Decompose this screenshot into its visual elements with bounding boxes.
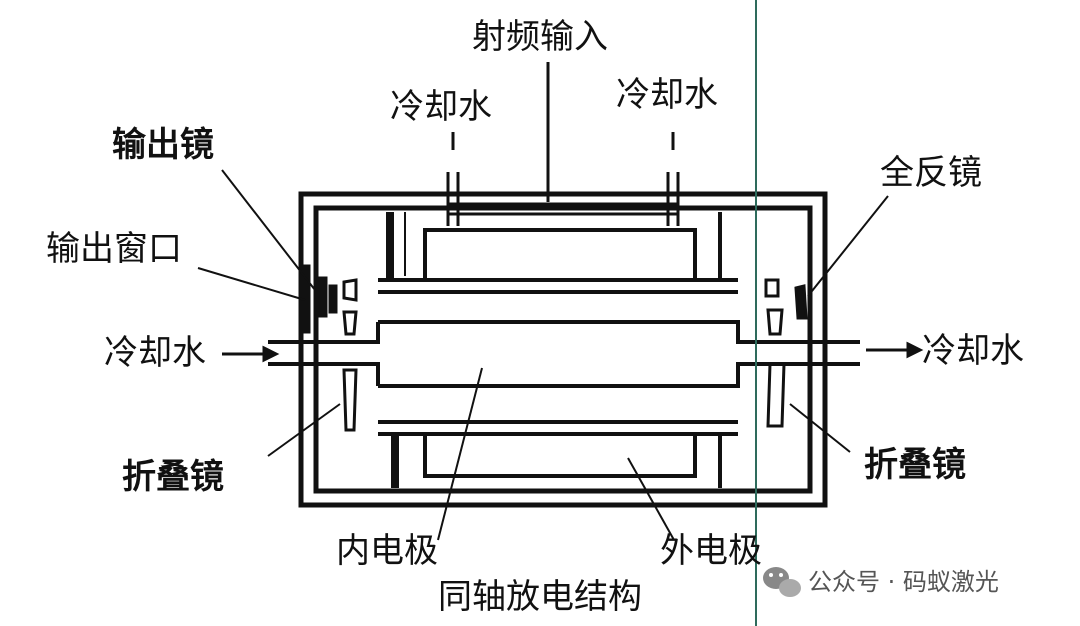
label-outer-electrode: 外电极 — [660, 531, 762, 571]
inner-electrode-body — [268, 320, 860, 388]
label-output-mirror: 输出镜 — [112, 125, 214, 165]
label-fold-mirror-left: 折叠镜 — [122, 457, 224, 497]
label-full-reflector: 全反镜 — [880, 153, 982, 193]
wechat-icon — [763, 567, 801, 597]
watermark-text: 公众号 · 码蚁激光 — [808, 568, 999, 596]
label-rf-input: 射频输入 — [472, 17, 608, 57]
label-output-window: 输出窗口 — [46, 229, 182, 269]
leader-lines — [197, 169, 889, 541]
diagram-caption: 同轴放电结构 — [438, 577, 642, 617]
label-cooling-water-right: 冷却水 — [922, 331, 1024, 371]
label-cooling-water-left: 冷却水 — [104, 333, 206, 373]
watermark: 公众号 · 码蚁激光 — [763, 567, 999, 597]
label-inner-electrode: 内电极 — [336, 531, 438, 571]
outer-housing — [298, 191, 828, 508]
label-cooling-water-top-right: 冷却水 — [616, 75, 718, 115]
left-optics — [299, 264, 358, 432]
label-fold-mirror-right: 折叠镜 — [864, 445, 966, 485]
outer-electrode-top — [378, 212, 738, 294]
cooling-arrows — [222, 341, 924, 363]
cooling-pipes-top — [446, 132, 680, 226]
label-cooling-water-top-left: 冷却水 — [390, 87, 492, 127]
outer-electrode-bottom — [378, 420, 738, 488]
right-optics — [764, 278, 808, 428]
